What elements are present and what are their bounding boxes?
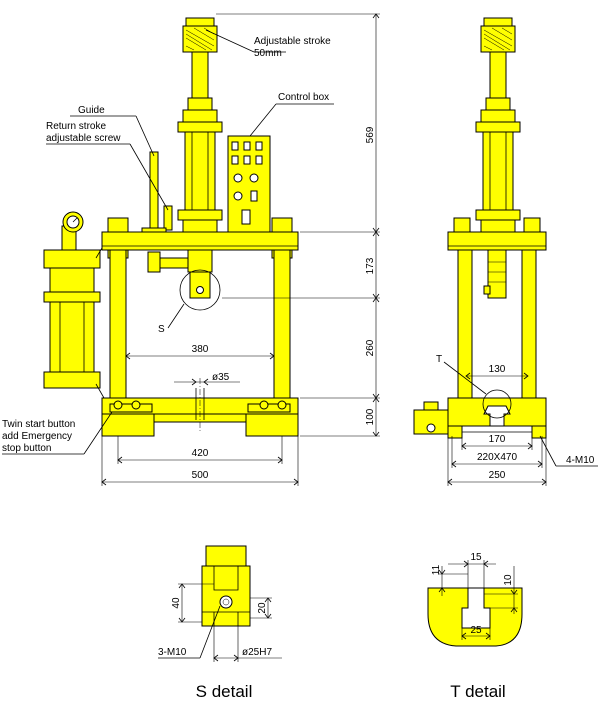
s-detail-title: S detail (196, 682, 253, 701)
s-detail-marker (179, 269, 221, 311)
s-dim-3-m10: 3-M10 (158, 647, 187, 658)
t-marker-label: T (436, 354, 442, 365)
side-stroke-knob (480, 25, 516, 53)
callout-twin-start-2: add Emergency (2, 431, 72, 442)
s-dim-20: 20 (257, 602, 268, 614)
dim-100: 100 (365, 408, 376, 425)
s-detail-hole (219, 595, 233, 609)
side-top-plate (447, 231, 547, 251)
dim-420: 420 (192, 448, 209, 459)
cylinder-base-flange (177, 209, 223, 221)
dim-260: 260 (365, 339, 376, 356)
s-detail-top (205, 545, 247, 567)
start-button-left (113, 400, 123, 410)
stroke-knob-top (185, 17, 215, 27)
callout-control-box: Control box (278, 92, 329, 103)
callout-return-stroke-1: Return stroke (46, 121, 106, 132)
top-plate (101, 231, 299, 251)
callout-adjustable-stroke-value: 50mm (254, 48, 282, 59)
side-view: T 130 170 220X470 250 4-M10 (413, 17, 598, 486)
dim-220x470: 220X470 (477, 452, 517, 463)
s-detail: 40 20 3-M10 ø25H7 S detail (158, 545, 282, 701)
dim-170: 170 (489, 434, 506, 445)
s-dim-d25h7: ø25H7 (242, 647, 272, 658)
callout-twin-start-1: Twin start button (2, 419, 75, 430)
dim-500: 500 (192, 470, 209, 481)
t-dim-25: 25 (470, 625, 482, 636)
side-cylinder (482, 131, 514, 211)
dim-569: 569 (365, 126, 376, 143)
cylinder-top-cap (182, 109, 218, 123)
dim-380: 380 (192, 344, 209, 355)
base-right-block (245, 413, 299, 437)
t-dim-15: 15 (470, 552, 482, 563)
dim-4-m10: 4-M10 (566, 455, 595, 466)
t-detail: 15 11 10 25 T detail (427, 552, 523, 701)
base-left-block (101, 413, 155, 437)
left-column (109, 249, 127, 401)
t-detail-marker (482, 389, 512, 419)
rod-collar (187, 97, 213, 111)
dim-173: 173 (365, 257, 376, 274)
t-detail-title: T detail (450, 682, 505, 701)
cylinder-flange (177, 121, 223, 133)
cylinder-mount (182, 219, 218, 233)
s-dim-40: 40 (171, 597, 182, 609)
main-cylinder (184, 131, 216, 211)
punch-holder (189, 271, 211, 299)
dim-130: 130 (489, 364, 506, 375)
callout-guide: Guide (78, 105, 105, 116)
callout-return-stroke-2: adjustable screw (46, 133, 121, 144)
callout-twin-start-3: stop button (2, 443, 51, 454)
dim-d35: ø35 (212, 372, 230, 383)
start-button-right (259, 400, 269, 410)
dim-250: 250 (489, 470, 506, 481)
return-stroke-screw (163, 205, 173, 231)
upper-rod (191, 51, 209, 105)
right-column (273, 249, 291, 401)
t-dim-10: 10 (503, 574, 514, 586)
ram (187, 249, 213, 273)
booster-cylinder (49, 267, 95, 377)
t-dim-11: 11 (431, 564, 442, 575)
side-ram (487, 249, 507, 299)
callout-adjustable-stroke: Adjustable stroke (254, 36, 331, 47)
s-marker-label: S (158, 324, 165, 335)
adjustable-stroke-knob (182, 25, 218, 53)
booster-top (43, 249, 101, 269)
front-view: S Adjustable stroke 50mm Control box Gui… (2, 13, 380, 486)
